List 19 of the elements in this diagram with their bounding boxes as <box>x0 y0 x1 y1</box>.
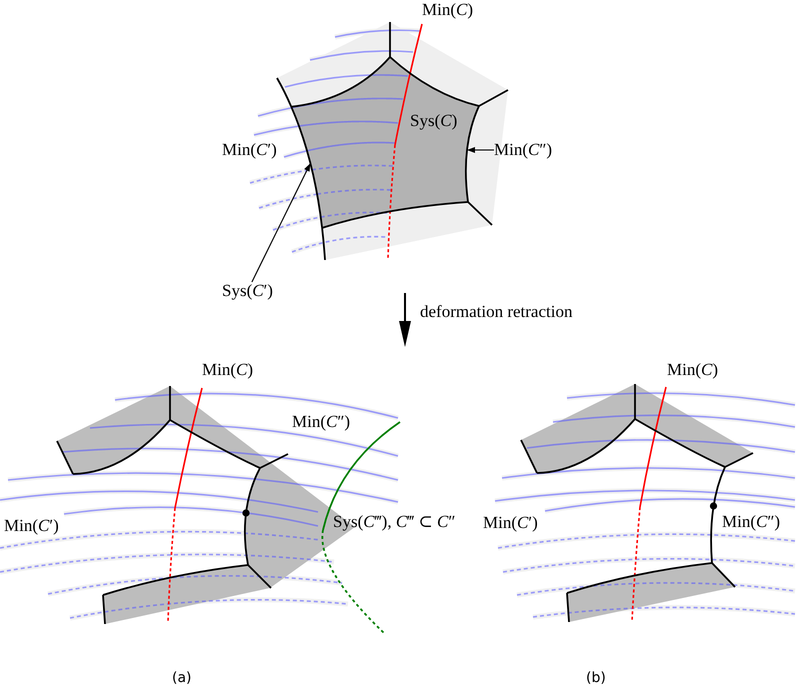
math-label: Min(C′) <box>4 517 59 535</box>
boundary-curve <box>464 106 480 202</box>
math-label: Min(C′) <box>222 141 277 159</box>
boundary-curve <box>290 106 323 228</box>
panel-caption: (a) <box>172 670 192 686</box>
annotation-text: deformation retraction <box>420 303 572 321</box>
math-label: Min(C′) <box>483 514 538 532</box>
math-label: Sys(C′) <box>222 282 273 300</box>
math-label: Min(C″) <box>292 413 350 431</box>
math-label: Sys(C‴), C‴ ⊂ C″ <box>333 513 456 531</box>
math-label: Min(C) <box>202 361 254 379</box>
math-label: Min(C) <box>422 1 474 19</box>
math-label: Min(C″) <box>722 513 780 531</box>
math-label: Sys(C) <box>410 112 458 130</box>
math-label: Min(C) <box>667 361 718 379</box>
leader-arrow <box>467 147 494 153</box>
math-label: Min(C″) <box>494 141 552 159</box>
leader-arrow <box>251 162 311 282</box>
panel-caption: (b) <box>586 670 606 686</box>
